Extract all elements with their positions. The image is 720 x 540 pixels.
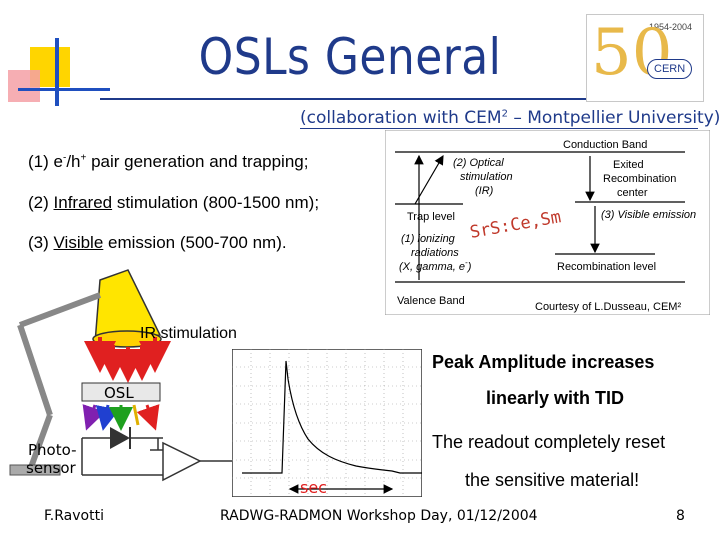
apparatus-drawing: IR stimulation OSL Photo- sensor — [9, 269, 237, 482]
ionizing-line-2: radiations — [411, 247, 459, 259]
recombination-label: Recombination level — [557, 261, 656, 273]
conduction-band-label: Conduction Band — [563, 139, 647, 151]
finding-line-1: Peak Amplitude increases — [432, 352, 655, 372]
subtitle-post: – Montpellier University) — [507, 108, 720, 128]
bullet-2-post: stimulation (800-1500 nm); — [112, 193, 320, 212]
osl-box — [81, 382, 161, 402]
vis-ray-5 — [136, 404, 160, 431]
decor-squares — [0, 0, 110, 110]
cern-50-logo: 1954-2004 50 CERN — [586, 14, 704, 102]
bullet-1-mid: /h — [66, 152, 81, 171]
photodiode-icon — [81, 427, 166, 476]
visible-label: (3) Visible emission — [601, 209, 696, 221]
band-diagram: Conduction Band (2) Optical stimulation … — [385, 130, 710, 315]
finding-line-4: the sensitive material! — [465, 470, 640, 490]
ionizing-text-b: ) — [466, 261, 472, 273]
ir-label: IR stimulation — [140, 325, 237, 342]
optical-line-3: (IR) — [475, 185, 494, 197]
osl-decay-curve — [242, 360, 422, 474]
bullet-3-post: emission (500-700 nm). — [103, 233, 287, 252]
valence-band-label: Valence Band — [397, 295, 465, 307]
bullet-1: (1) e-/h+ pair generation and trapping; — [28, 152, 308, 172]
bullet-3: (3) Visible emission (500-700 nm). — [28, 233, 287, 253]
photosensor-line-1: Photo- — [28, 441, 76, 459]
trap-level-label: Trap level — [407, 211, 455, 223]
title-underline — [100, 98, 600, 100]
decor-blue-line-h — [18, 88, 110, 91]
finding-line-3: The readout completely reset — [432, 432, 666, 452]
bullet-2-underlined: Infrared — [53, 193, 113, 212]
page-title: OSLs General — [198, 28, 502, 86]
subtitle-pre: (collaboration with CEM — [300, 108, 502, 128]
optical-line-1: (2) Optical — [453, 157, 504, 169]
bullet-1-post: pair generation and trapping; — [86, 152, 309, 171]
time-axis-label: sec — [300, 478, 327, 497]
subtitle-underline — [300, 128, 698, 129]
osl-label: OSL — [104, 384, 134, 402]
photosensor-line-2: sensor — [26, 459, 77, 477]
ionizing-line-3: (X, gamma, e-) — [399, 258, 472, 273]
amplifier-icon — [162, 441, 232, 482]
footer-author: F.Ravotti — [44, 508, 104, 524]
vis-ray-1 — [82, 404, 106, 431]
courtesy-label: Courtesy of L.Dusseau, CEM² — [535, 301, 681, 313]
bullet-1-sup1: - — [62, 152, 67, 164]
decor-blue-line-v — [55, 38, 59, 106]
bullet-2-num: (2) — [28, 193, 49, 212]
excited-line-1: Exited — [613, 159, 644, 171]
footer-event: RADWG-RADMON Workshop Day, 01/12/2004 — [220, 508, 538, 524]
subtitle-sup: 2 — [501, 108, 508, 120]
finding-line-2: linearly with TID — [486, 388, 625, 408]
ionizing-text-a: (X, gamma, e — [399, 261, 465, 273]
vis-ray-4 — [132, 404, 140, 426]
oscilloscope-trace: sec — [232, 349, 422, 497]
excited-line-2: Recombination — [603, 173, 676, 185]
logo-years: 1954-2004 — [649, 22, 693, 32]
decor-red-square — [8, 70, 40, 102]
bullet-3-num: (3) — [28, 233, 49, 252]
bullet-1-num: (1) — [28, 152, 49, 171]
vis-ray-2 — [95, 404, 120, 431]
bullet-1-sup2: + — [80, 152, 87, 164]
subtitle: (collaboration with CEM2 – Montpellier U… — [300, 108, 720, 128]
optical-line-2: stimulation — [460, 171, 513, 183]
ionizing-sup: - — [465, 258, 468, 267]
footer-page-number: 8 — [676, 508, 685, 524]
bullet-3-underlined: Visible — [53, 233, 104, 252]
logo-org: CERN — [647, 59, 693, 79]
optical-arrow — [414, 154, 444, 205]
bullet-1-pre: e — [53, 152, 63, 171]
ionizing-line-1: (1) ionizing — [401, 233, 456, 245]
excited-line-3: center — [617, 187, 648, 199]
bullet-2: (2) Infrared stimulation (800-1500 nm); — [28, 193, 319, 213]
